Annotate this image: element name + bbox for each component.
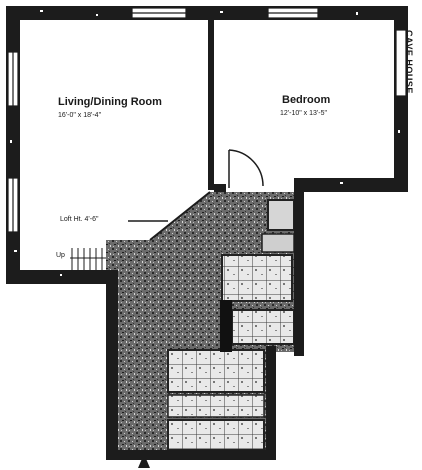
door-swing	[228, 149, 264, 188]
partition-wall	[208, 18, 214, 190]
bedroom-name: Bedroom	[282, 94, 331, 106]
stair-up-label: Up	[56, 252, 65, 259]
loft-edge	[149, 191, 211, 241]
kitchen-tile-3	[167, 419, 265, 451]
kitchen-tile-2	[167, 394, 265, 418]
partition-wall-2	[214, 184, 226, 192]
stair	[70, 248, 106, 270]
closet-box-2	[261, 233, 295, 253]
window-right	[395, 29, 407, 97]
bedroom-dimensions: 12'-10" x 13'-5"	[280, 110, 327, 117]
windows-top	[131, 7, 319, 19]
kitchen-tile-1	[167, 349, 265, 393]
living-room-name: Living/Dining Room	[58, 96, 162, 108]
closet-box	[267, 199, 295, 231]
column	[220, 300, 232, 352]
windows-left	[7, 51, 19, 233]
wall-texture	[10, 10, 400, 276]
entry-arrow	[138, 454, 150, 468]
bath-tile-2	[231, 309, 295, 345]
living-room-dimensions: 16'-0" x 18'-4"	[58, 112, 102, 119]
loft-height-label: Loft Ht. 4'-6"	[60, 216, 99, 223]
bath-tile-1	[221, 254, 293, 302]
side-text: CAVE HOUSE	[404, 30, 414, 94]
